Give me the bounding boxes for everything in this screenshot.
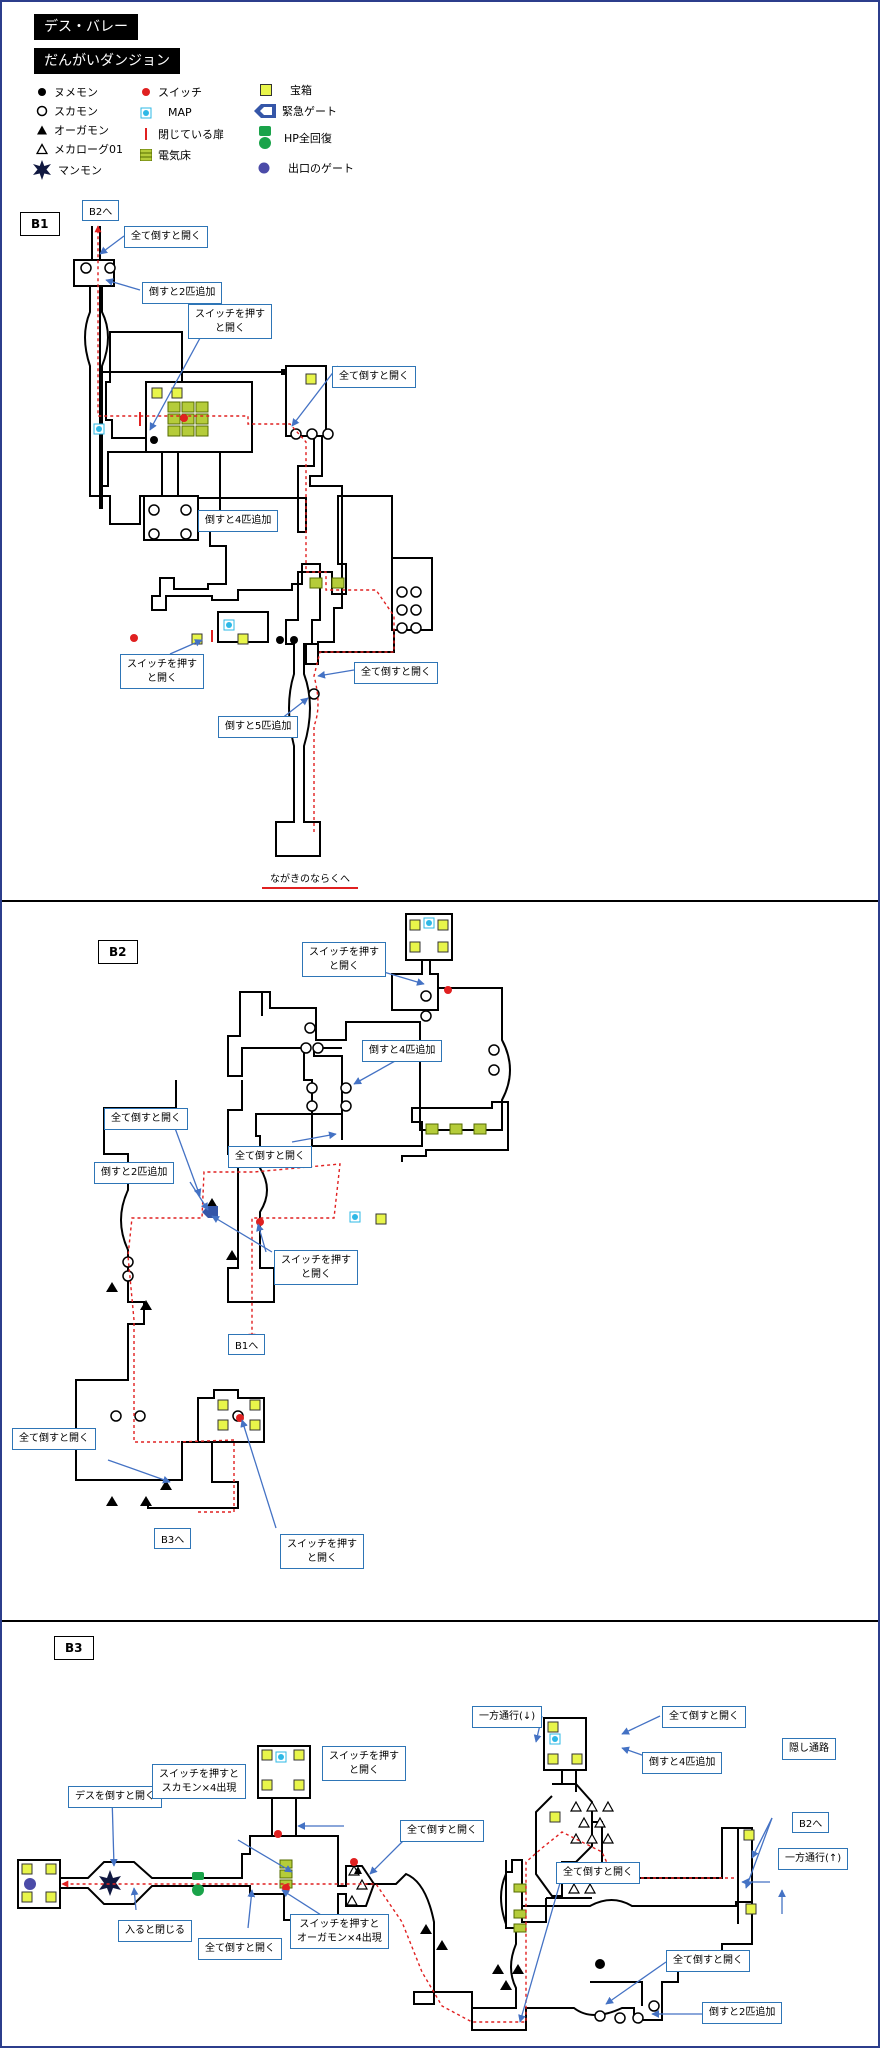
b3-callout-12: 一方通行(↑) <box>778 1848 849 1870</box>
b3-mechanorimon <box>345 1800 615 1906</box>
b3-callout-8: 一方通行(↓) <box>472 1706 543 1728</box>
floor-label-b3: B3 <box>54 1636 94 1660</box>
b3-treasures <box>21 1721 757 1915</box>
b1-callout-8: 倒すと5匹追加 <box>218 716 299 738</box>
b2-ogremon <box>106 1198 238 1506</box>
emergency-gate-icon <box>254 104 276 118</box>
legend-treasure: 宝箱 <box>260 82 312 98</box>
legend-panel: デス・バレー だんがいダンジョン ヌメモン スカモン オーガモン メカローグ01… <box>2 2 878 206</box>
legend-manmon: マンモン <box>32 160 102 180</box>
legend-ogremon: オーガモン <box>36 122 109 138</box>
b3-ogremon <box>354 1866 524 1990</box>
map-title: デス・バレー <box>34 14 138 40</box>
b1-treasures <box>151 373 317 645</box>
legend-hp-recovery: HP全回復 <box>258 126 332 150</box>
b3-manmon <box>99 1870 121 1896</box>
map-subtitle: だんがいダンジョン <box>34 48 180 74</box>
b2-callout-3: 全て倒すと開く <box>104 1108 188 1130</box>
black-dot-icon <box>38 88 46 96</box>
b2-treasures <box>217 919 449 1431</box>
b3-callout-2: 入ると閉じる <box>118 1920 192 1942</box>
map-icon <box>140 107 152 118</box>
b1-sukamon <box>80 262 422 700</box>
b1-switches <box>130 414 188 642</box>
legend-switch: スイッチ <box>140 84 202 100</box>
b2-callout-4: 全て倒すと開く <box>228 1146 312 1168</box>
b1-callout-2: 倒すと2匹追加 <box>142 282 223 304</box>
b2-sukamon <box>110 990 500 1422</box>
b1-route <box>94 225 395 832</box>
b3-callout-1: デスを倒すと開く <box>68 1786 162 1808</box>
b3-hp <box>192 1872 204 1896</box>
treasure-icon <box>260 84 272 96</box>
b1-map-items <box>93 423 235 631</box>
b2-callout-2: 倒すと4匹追加 <box>362 1040 443 1062</box>
b3-sukamon <box>594 2000 660 2024</box>
legend-numemon: ヌメモン <box>36 84 98 100</box>
white-triangle-icon <box>36 143 48 155</box>
star-icon <box>33 160 51 180</box>
b3-map <box>17 1715 786 2031</box>
legend-closed-door: 閉じている扉 <box>140 126 224 142</box>
b2-callout-5: 倒すと2匹追加 <box>94 1162 175 1184</box>
b1-electric-floor <box>167 401 345 589</box>
b2-map-items <box>349 917 435 1223</box>
b3-exit-gate <box>24 1878 36 1890</box>
legend-exit-gate: 出口のゲート <box>258 160 354 176</box>
legend-electric-floor: 電気床 <box>140 147 191 163</box>
white-circle-icon <box>36 105 48 117</box>
legend-emergency-gate: 緊急ゲート <box>254 103 337 119</box>
b3-route <box>61 1831 734 2023</box>
b3-callout-10: 倒すと4匹追加 <box>642 1752 723 1774</box>
b3-callout-14: 全て倒すと開く <box>666 1950 750 1972</box>
b2-arrows <box>107 961 425 1529</box>
b3-callout-11: 隠し通路 <box>782 1738 836 1760</box>
b2-callout-7: 全て倒すと開く <box>12 1428 96 1450</box>
b3-callout-5: 全て倒すと開く <box>400 1820 484 1842</box>
floor-label-b1: B1 <box>20 212 60 236</box>
b3-exit-to-b2: B2へ <box>792 1812 830 1833</box>
b2-map <box>75 913 511 1529</box>
legend-mechanorimon: メカローグ01 <box>36 141 123 157</box>
b2-callout-8: スイッチを押す と開く <box>280 1534 364 1569</box>
floor-b1-panel: B1 <box>2 200 878 902</box>
legend-sukamon: スカモン <box>36 103 98 119</box>
b2-exit-to-b3: B3へ <box>154 1528 192 1549</box>
b1-exit-to-b2: B2へ <box>82 200 120 221</box>
b2-electric-floor <box>425 1123 487 1135</box>
b3-callout-6: スイッチを押すと オーガモン×4出現 <box>290 1914 389 1949</box>
floor-b2-panel: B2 <box>2 900 878 1622</box>
b2-exit-to-b1: B1へ <box>228 1334 266 1355</box>
b3-callout-4: スイッチを押す と開く <box>322 1746 406 1781</box>
b2-gate <box>202 1206 218 1218</box>
b3-callout-9: 全て倒すと開く <box>662 1706 746 1728</box>
b3-callout-3: スイッチを押すと スカモン×4出現 <box>152 1764 246 1799</box>
floor-label-b2: B2 <box>98 940 138 964</box>
electric-floor-icon <box>140 149 152 161</box>
b3-callout-7: 全て倒すと開く <box>198 1938 282 1960</box>
b1-callout-7: 全て倒すと開く <box>354 662 438 684</box>
b2-callout-6: スイッチを押す と開く <box>274 1250 358 1285</box>
b3-callout-15: 倒すと2匹追加 <box>702 2002 783 2024</box>
black-triangle-icon <box>37 125 47 135</box>
b1-callout-3: スイッチを押す と開く <box>188 304 272 339</box>
legend-map: MAP <box>140 106 192 119</box>
b3-map-items <box>275 1733 561 1763</box>
exit-gate-icon <box>258 162 270 174</box>
b1-callout-1: 全て倒すと開く <box>124 226 208 248</box>
b3-callout-13: 全て倒すと開く <box>556 1862 640 1884</box>
closed-door-icon <box>145 128 147 140</box>
b1-callout-6: スイッチを押す と開く <box>120 654 204 689</box>
b1-callout-5: 倒すと4匹追加 <box>198 510 279 532</box>
b1-map <box>73 225 433 857</box>
floor-b3-panel: B3 <box>2 1622 878 2046</box>
b1-exit-bottom: ながきのならくへ <box>262 868 358 889</box>
b1-doors <box>139 412 213 642</box>
red-dot-icon <box>142 88 150 96</box>
b1-callout-4: 全て倒すと開く <box>332 366 416 388</box>
b2-callout-1: スイッチを押す と開く <box>302 942 386 977</box>
hp-recovery-icon <box>259 126 271 149</box>
